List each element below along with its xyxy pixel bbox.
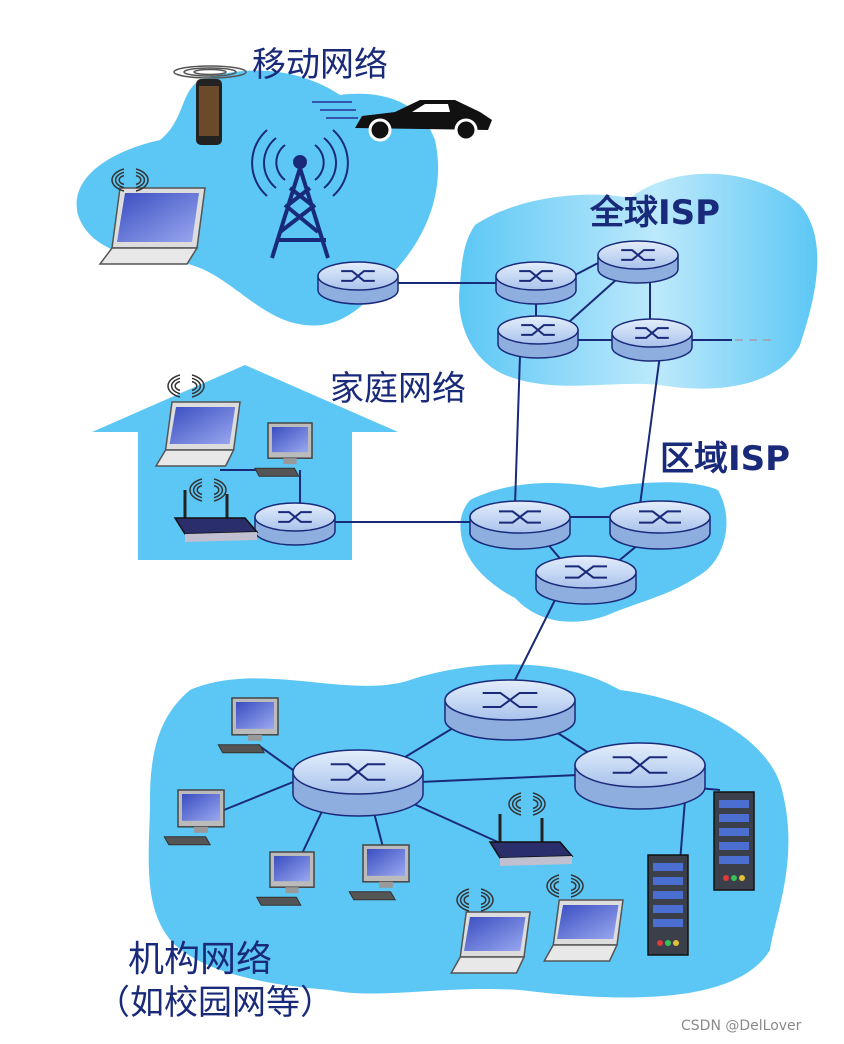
laptop-icon-mobile [98, 187, 206, 265]
laptop-icon-inst-2 [542, 899, 624, 962]
global-isp-label: 全球ISP [590, 193, 721, 233]
router-mobile [317, 261, 399, 305]
wireless-router-icon-inst [488, 814, 574, 866]
router-regional-1 [469, 500, 571, 550]
institutional-network-label: 机构网络 [128, 939, 273, 980]
desktop-icon-inst-3 [255, 851, 315, 906]
laptop-icon-inst-1 [449, 911, 531, 974]
car-icon [312, 100, 492, 142]
router-inst-top [444, 679, 576, 741]
watermark: CSDN @DelLover [681, 1018, 802, 1034]
institutional-network-sublabel: （如校园网等） [96, 983, 334, 1023]
regional-isp-label: 区域ISP [660, 439, 791, 479]
wireless-signal-icon [456, 888, 494, 912]
router-home [254, 502, 336, 546]
wireless-signal-icon [167, 374, 205, 398]
router-global-3 [497, 315, 579, 359]
routers [254, 240, 711, 817]
smartphone-icon [173, 65, 247, 145]
router-regional-3 [535, 555, 637, 605]
home-network-label: 家庭网络 [330, 369, 466, 409]
server-icon-2 [647, 854, 689, 956]
wireless-router-icon-home [173, 490, 259, 542]
router-global-1 [495, 261, 577, 305]
server-icon-1 [713, 791, 755, 891]
desktop-icon-inst-4 [348, 844, 410, 901]
wireless-signal-icon [546, 874, 584, 898]
cell-tower-icon [251, 129, 349, 259]
wireless-signal-icon [111, 168, 149, 192]
router-global-2 [597, 240, 679, 284]
desktop-icon-inst-1 [217, 697, 279, 754]
desktop-icon-inst-2 [163, 789, 225, 846]
wireless-signal-icon [508, 792, 546, 816]
desktop-icon-home [253, 422, 313, 477]
router-regional-2 [609, 500, 711, 550]
router-inst-right [574, 742, 706, 810]
router-global-4 [611, 318, 693, 362]
mobile-network-label: 移动网络 [252, 45, 388, 85]
router-inst-left [292, 749, 424, 817]
laptop-icon-home [154, 401, 241, 467]
wireless-signal-icon [189, 478, 227, 502]
link-regional-institutional [509, 599, 556, 691]
